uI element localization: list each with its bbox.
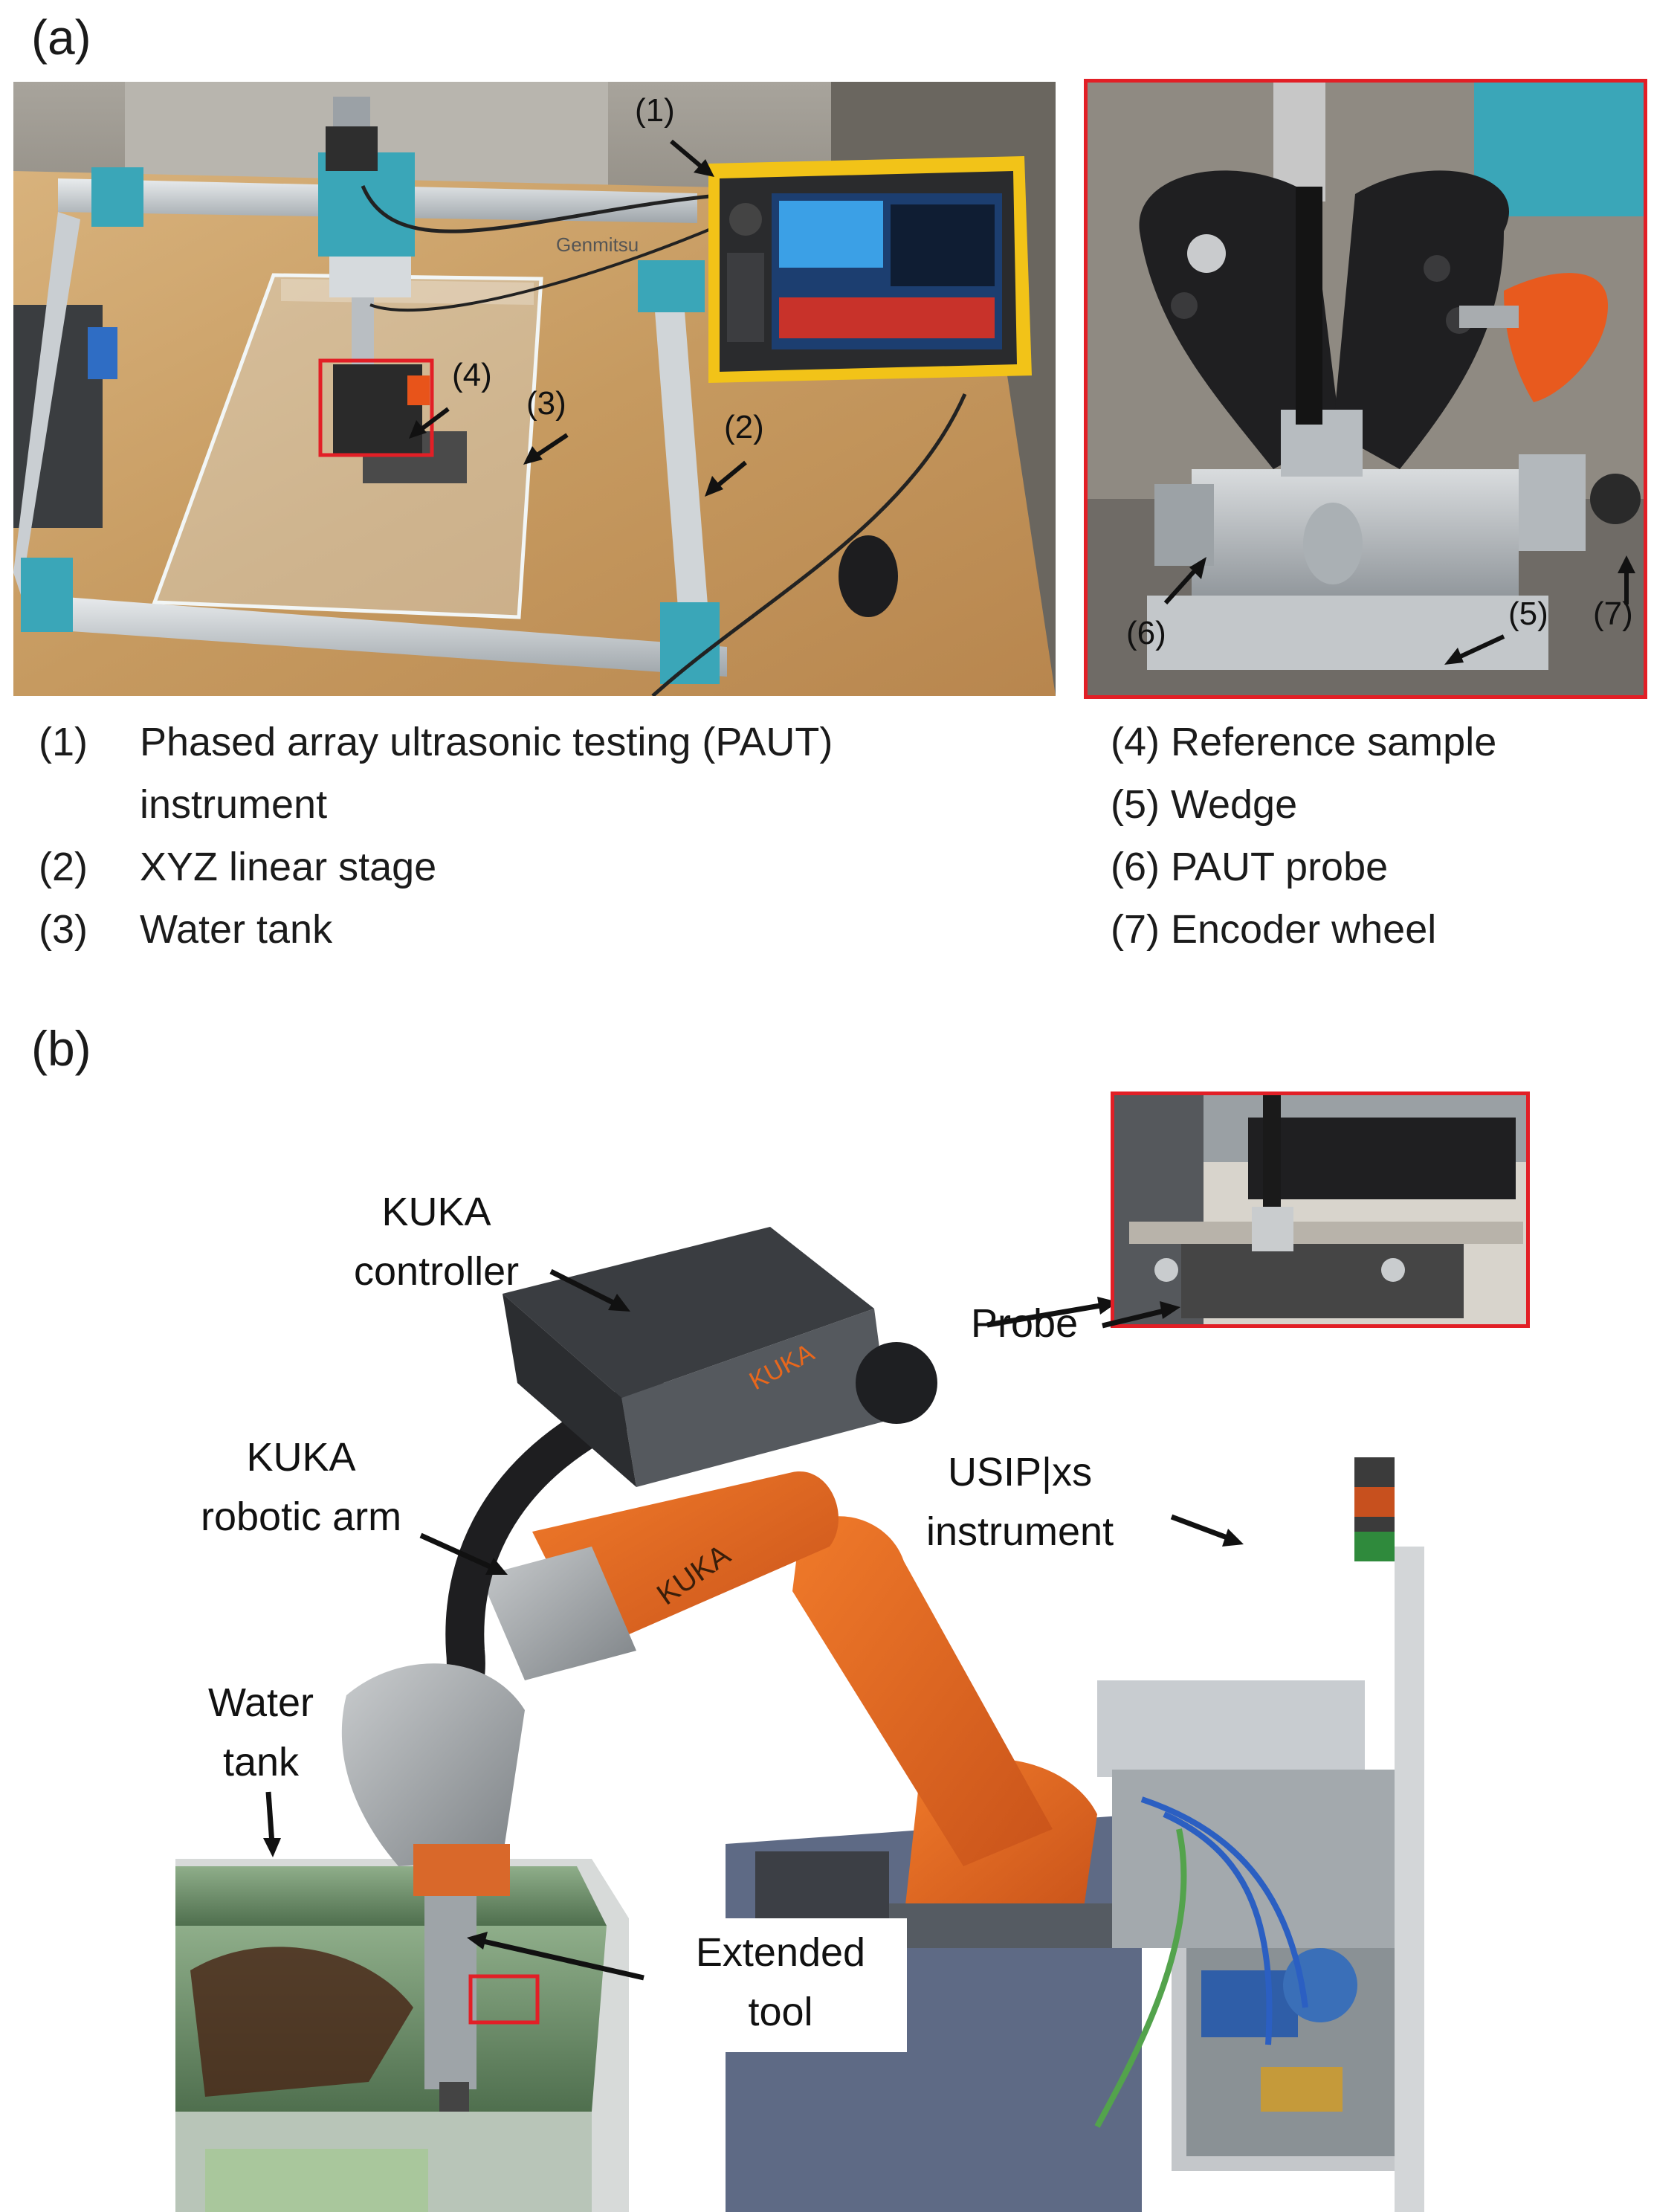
legend-num: (3) bbox=[39, 907, 88, 952]
label-kuka-robotic-arm: KUKA robotic arm bbox=[201, 1428, 401, 1547]
legend-item-4: (4) Reference sample bbox=[1111, 720, 1497, 764]
callout-6: (6) bbox=[1126, 615, 1166, 651]
callout-3: (3) bbox=[526, 385, 566, 422]
legend-text: instrument bbox=[140, 782, 328, 827]
callout-4: (4) bbox=[452, 357, 492, 393]
photo-xyz-stage-setup: Genmitsu (1) (2) bbox=[13, 82, 1056, 696]
label-line: KUKA bbox=[381, 1190, 491, 1234]
legend-text: XYZ linear stage bbox=[140, 845, 437, 889]
label-line: controller bbox=[354, 1249, 520, 1294]
photo-probe-closeup bbox=[1111, 1092, 1530, 1328]
label-line: USIP|xs bbox=[948, 1450, 1093, 1494]
label-line: Extended bbox=[695, 1930, 866, 1975]
label-line: instrument bbox=[926, 1509, 1114, 1554]
probe-arrow bbox=[1102, 1301, 1180, 1329]
callout-2: (2) bbox=[724, 409, 764, 445]
label-line: tank bbox=[222, 1740, 300, 1784]
legend-text: Water tank bbox=[140, 907, 333, 952]
label-line: KUKA bbox=[246, 1435, 356, 1480]
panel-b-label: (b) bbox=[31, 1021, 91, 1076]
label-usip-instrument: USIP|xs instrument bbox=[926, 1442, 1114, 1561]
panel-a-label: (a) bbox=[31, 10, 91, 65]
legend-item-1: (1) Phased array ultrasonic testing (PAUT… bbox=[39, 718, 833, 766]
label-line: robotic arm bbox=[201, 1494, 402, 1539]
label-probe: Probe bbox=[971, 1301, 1079, 1346]
highlight-box bbox=[318, 358, 434, 457]
photo-probe-inset: (5) (6) (7) bbox=[1084, 79, 1647, 699]
legend-num: (2) bbox=[39, 845, 88, 889]
legend-item-1-cont: instrument bbox=[140, 781, 327, 828]
paut-instrument bbox=[708, 156, 1032, 383]
legend-num: (1) bbox=[39, 720, 88, 764]
label-extended-tool: Extended tool bbox=[654, 1918, 907, 2052]
legend-item-2: (2) XYZ linear stage bbox=[39, 843, 436, 891]
photo-kuka-robot-setup: KUKA KUKA KUKA bbox=[175, 1115, 1530, 2212]
legend-text: Phased array ultrasonic testing (PAUT) bbox=[140, 720, 833, 764]
tool-highlight-box bbox=[468, 1974, 540, 2025]
label-water-tank: Water tank bbox=[175, 1673, 346, 1792]
legend-item-6: (6) PAUT probe bbox=[1111, 845, 1389, 889]
label-line: Water bbox=[207, 1680, 314, 1725]
callout-7: (7) bbox=[1593, 596, 1633, 632]
brand-label: Genmitsu bbox=[556, 233, 639, 256]
legend-item-7: (7) Encoder wheel bbox=[1111, 907, 1437, 952]
callout-1: (1) bbox=[635, 92, 675, 129]
legend-item-3: (3) Water tank bbox=[39, 906, 332, 953]
label-line: tool bbox=[748, 1990, 813, 2034]
legend-item-5: (5) Wedge bbox=[1111, 782, 1298, 827]
label-kuka-controller: KUKA controller bbox=[354, 1182, 519, 1301]
kuka-controller: KUKA bbox=[503, 1227, 937, 1487]
callout-5: (5) bbox=[1508, 596, 1548, 632]
